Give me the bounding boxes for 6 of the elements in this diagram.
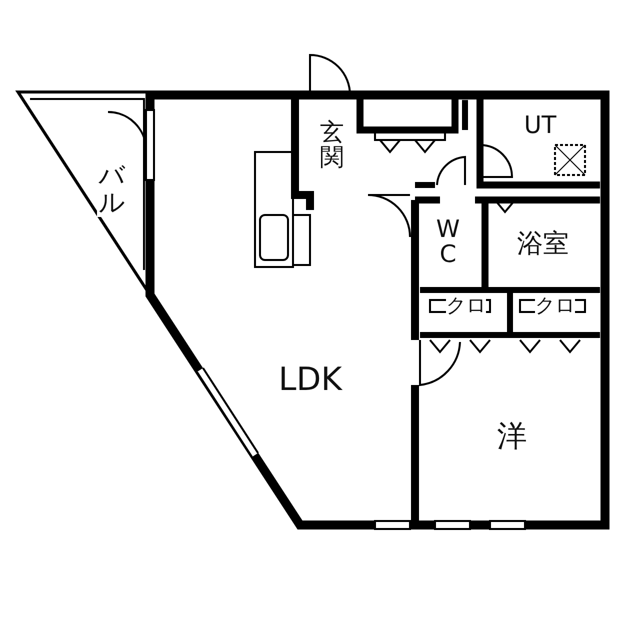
room-label: クロ (535, 294, 575, 316)
room-label: クロ (446, 294, 486, 316)
room-label: バル (97, 162, 127, 218)
room-label: 洋 (497, 421, 527, 452)
room-label: 玄関 (318, 120, 346, 170)
room-label: 浴室 (517, 230, 569, 258)
